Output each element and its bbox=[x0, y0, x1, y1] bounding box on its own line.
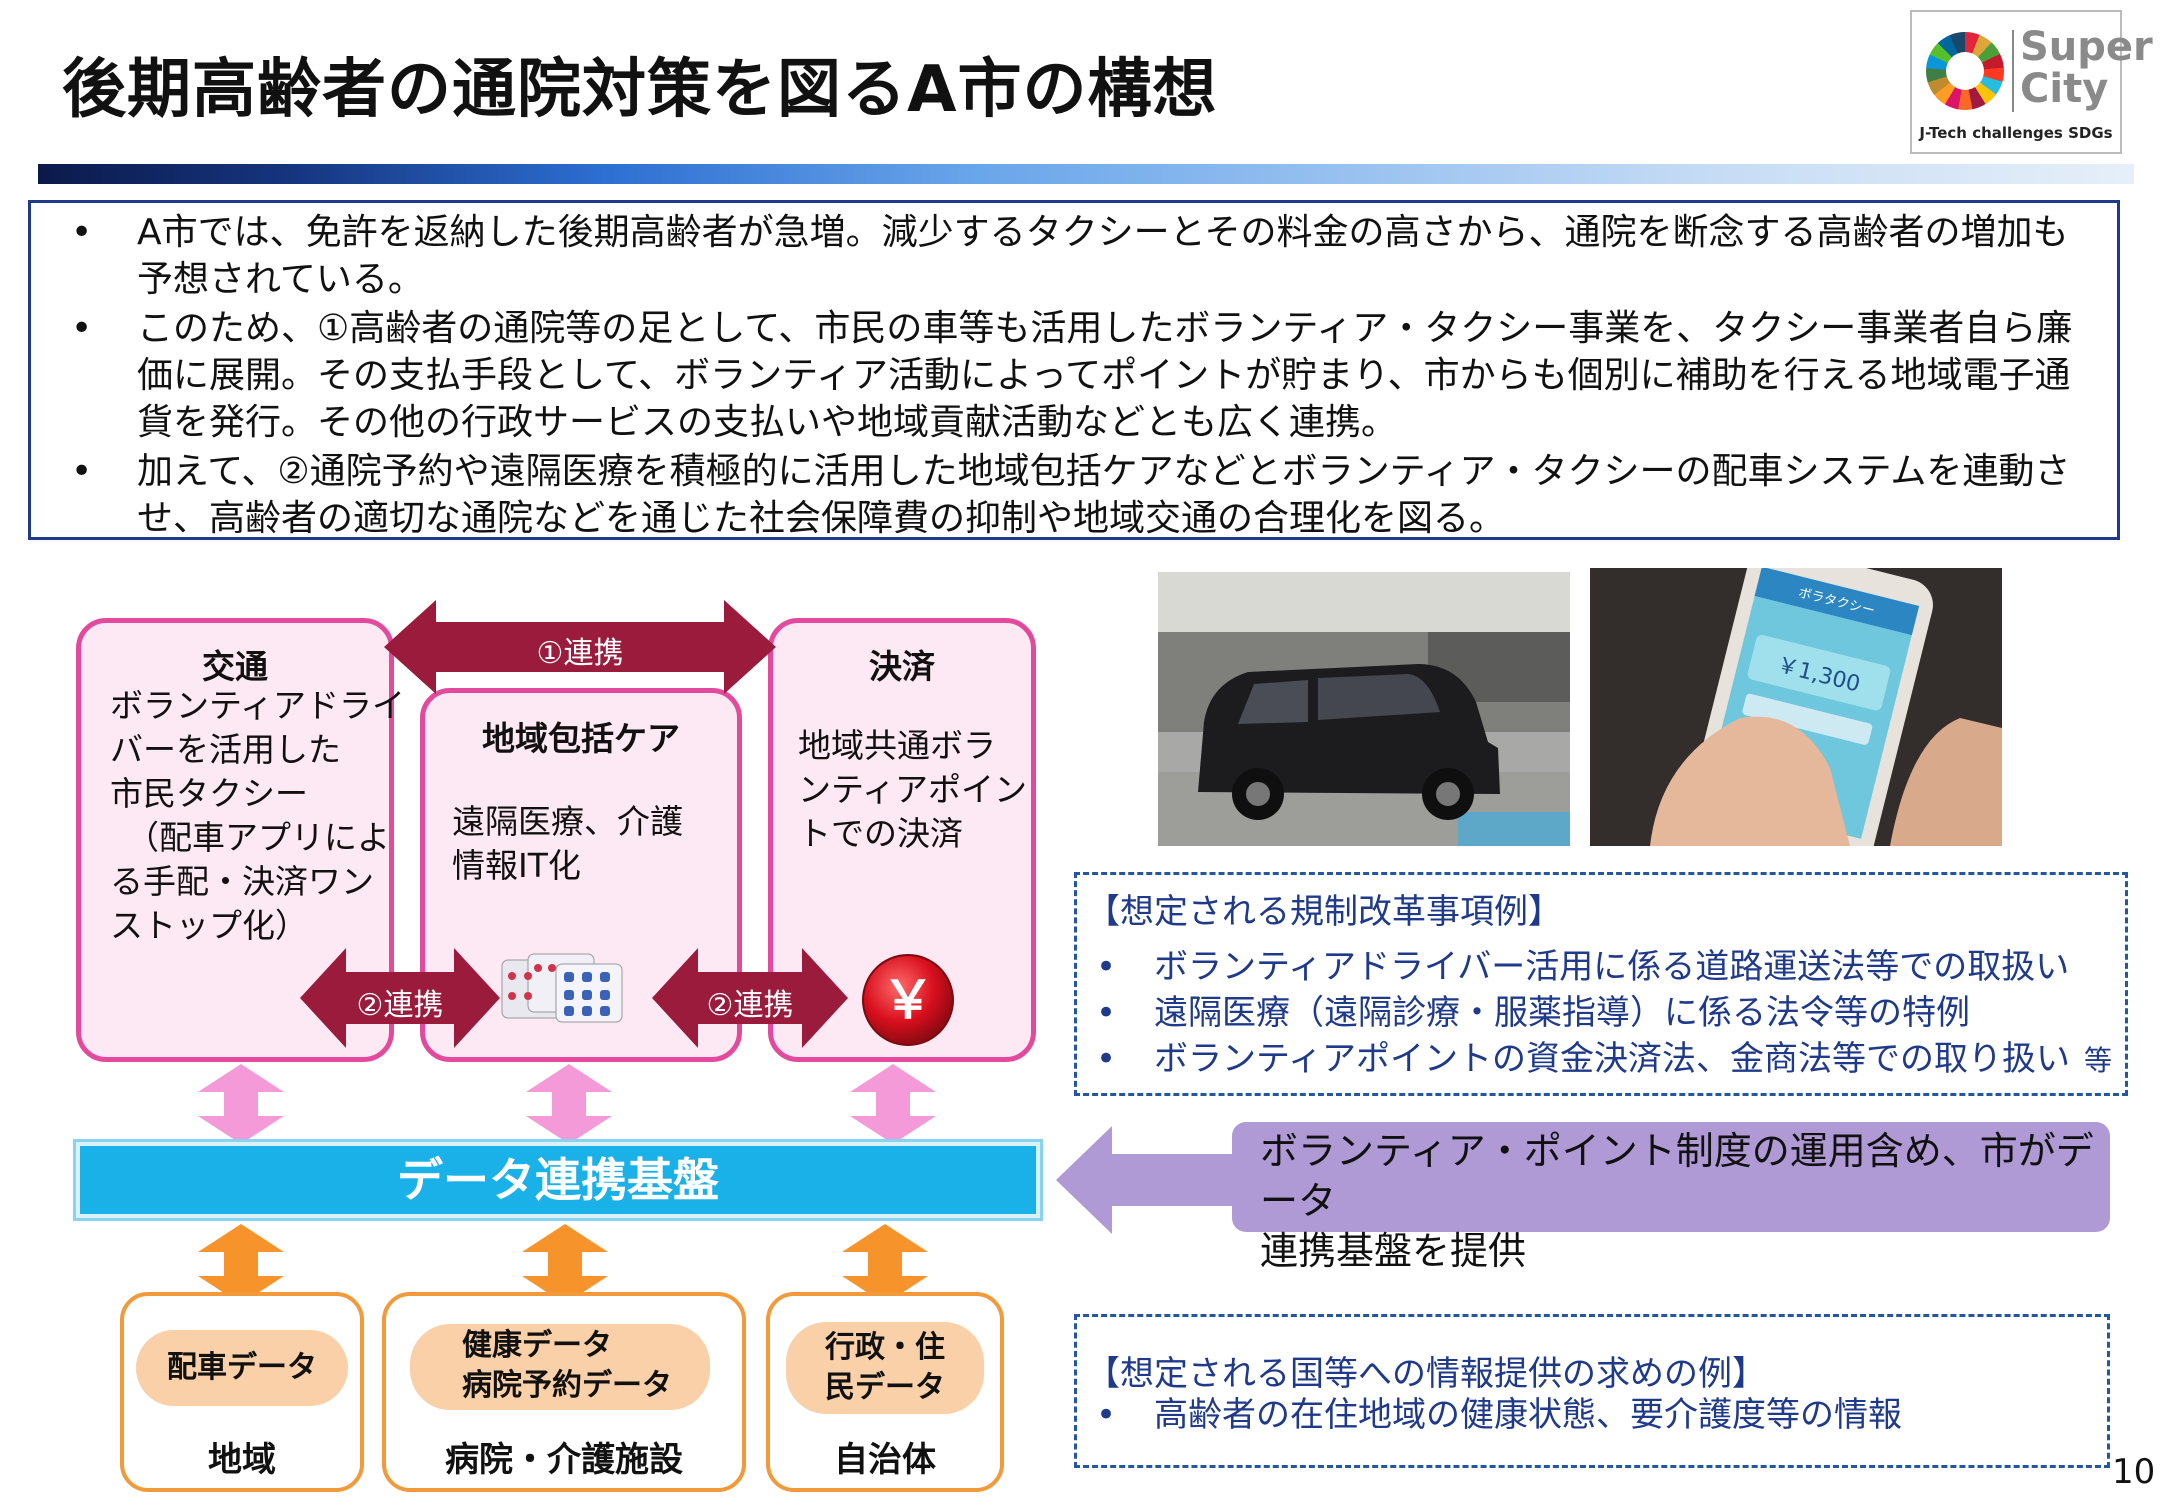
taxi-photo bbox=[1158, 572, 1570, 846]
orange-updown-arrow bbox=[198, 1224, 284, 1304]
purple-left-arrow bbox=[1056, 1126, 1232, 1234]
orange-updown-arrow bbox=[842, 1224, 928, 1304]
data-pill-health: 健康データ 病院予約データ bbox=[410, 1324, 710, 1410]
data-source-label-municipality: 自治体 bbox=[834, 1440, 936, 1480]
pink-updown-arrow bbox=[198, 1064, 284, 1144]
page-number: 10 bbox=[2112, 1452, 2156, 1492]
info-request-list: 高齢者の在住地域の健康状態、要介護度等の情報 bbox=[1074, 1392, 1902, 1438]
transport-body: ボランティアドライ バーを活用した 市民タクシー （配車アプリによ る手配・決済… bbox=[110, 686, 406, 945]
logo-text-city: City bbox=[2020, 66, 2109, 112]
data-pill-dispatch: 配車データ bbox=[136, 1330, 348, 1406]
transport-title: 交通 bbox=[202, 647, 268, 686]
link-label-2a: ②連携 bbox=[356, 988, 444, 1023]
regulation-item: 遠隔医療（遠隔診療・服薬指導）に係る法令等の特例 bbox=[1074, 990, 2112, 1036]
data-source-label-hospital: 病院・介護施設 bbox=[445, 1440, 683, 1480]
regulation-title: 【想定される規制改革事項例】 bbox=[1086, 892, 1562, 932]
pink-updown-arrow bbox=[526, 1064, 612, 1144]
yen-coin-icon: ￥ bbox=[862, 954, 954, 1046]
link-arrow-2a bbox=[300, 948, 500, 1048]
data-platform-bar: データ連携基盤 bbox=[76, 1142, 1040, 1218]
payment-title: 決済 bbox=[869, 647, 935, 686]
care-body: 遠隔医療、介護 情報IT化 bbox=[452, 802, 683, 885]
regulation-item: ボランティアドライバー活用に係る道路運送法等での取扱い bbox=[1074, 944, 2112, 990]
intro-bullet: このため、①高齢者の通院等の足として、市民の車等も活用したボランティア・タクシー… bbox=[59, 305, 2099, 446]
page-title: 後期高齢者の通院対策を図るA市の構想 bbox=[62, 53, 1218, 127]
orange-updown-arrow bbox=[522, 1224, 608, 1304]
logo-text-super: Super bbox=[2020, 24, 2153, 70]
logo-tagline: J-Tech challenges SDGs bbox=[1919, 124, 2113, 142]
link-arrow-1 bbox=[384, 600, 776, 694]
header-gradient-bar bbox=[38, 164, 2134, 184]
payment-body: 地域共通ボラ ンティアポイン トでの決済 bbox=[798, 726, 1028, 853]
link-label-2b: ②連携 bbox=[706, 988, 794, 1023]
data-pill-admin: 行政・住 民データ bbox=[786, 1322, 984, 1414]
yen-symbol: ￥ bbox=[882, 971, 934, 1031]
medicine-pack-icon bbox=[501, 953, 623, 1023]
info-request-box bbox=[1074, 1314, 2110, 1468]
intro-box: A市では、免許を返納した後期高齢者が急増。減少するタクシーとその料金の高さから、… bbox=[28, 200, 2120, 540]
super-city-logo: Super City J-Tech challenges SDGs bbox=[1910, 10, 2153, 154]
smartphone-app-photo: ボラタクシー ￥1,300 bbox=[1590, 568, 2002, 846]
platform-note-line: ボランティア・ポイント制度の運用含め、市がデータ bbox=[1260, 1129, 2094, 1223]
platform-note-line: 連携基盤を提供 bbox=[1260, 1229, 1527, 1273]
care-title: 地域包括ケア bbox=[482, 719, 680, 758]
link-label-1: ①連携 bbox=[536, 636, 624, 671]
regulation-list: ボランティアドライバー活用に係る道路運送法等での取扱い 遠隔医療（遠隔診療・服薬… bbox=[1074, 944, 2112, 1084]
info-request-title: 【想定される国等への情報提供の求めの例】 bbox=[1086, 1354, 1766, 1394]
platform-note-box: ボランティア・ポイント制度の運用含め、市がデータ 連携基盤を提供 bbox=[1232, 1122, 2110, 1273]
sdgs-wheel-icon bbox=[1926, 32, 2004, 110]
info-request-item: 高齢者の在住地域の健康状態、要介護度等の情報 bbox=[1074, 1392, 1902, 1438]
transport-box bbox=[76, 618, 394, 1062]
data-source-label-region: 地域 bbox=[208, 1440, 276, 1480]
intro-bullet: A市では、免許を返納した後期高齢者が急増。減少するタクシーとその料金の高さから、… bbox=[59, 209, 2099, 303]
pink-updown-arrow bbox=[850, 1064, 936, 1144]
link-arrow-2b bbox=[652, 948, 848, 1048]
intro-bullet: 加えて、②通院予約や遠隔医療を積極的に活用した地域包括ケアなどとボランティア・タ… bbox=[59, 448, 2099, 542]
